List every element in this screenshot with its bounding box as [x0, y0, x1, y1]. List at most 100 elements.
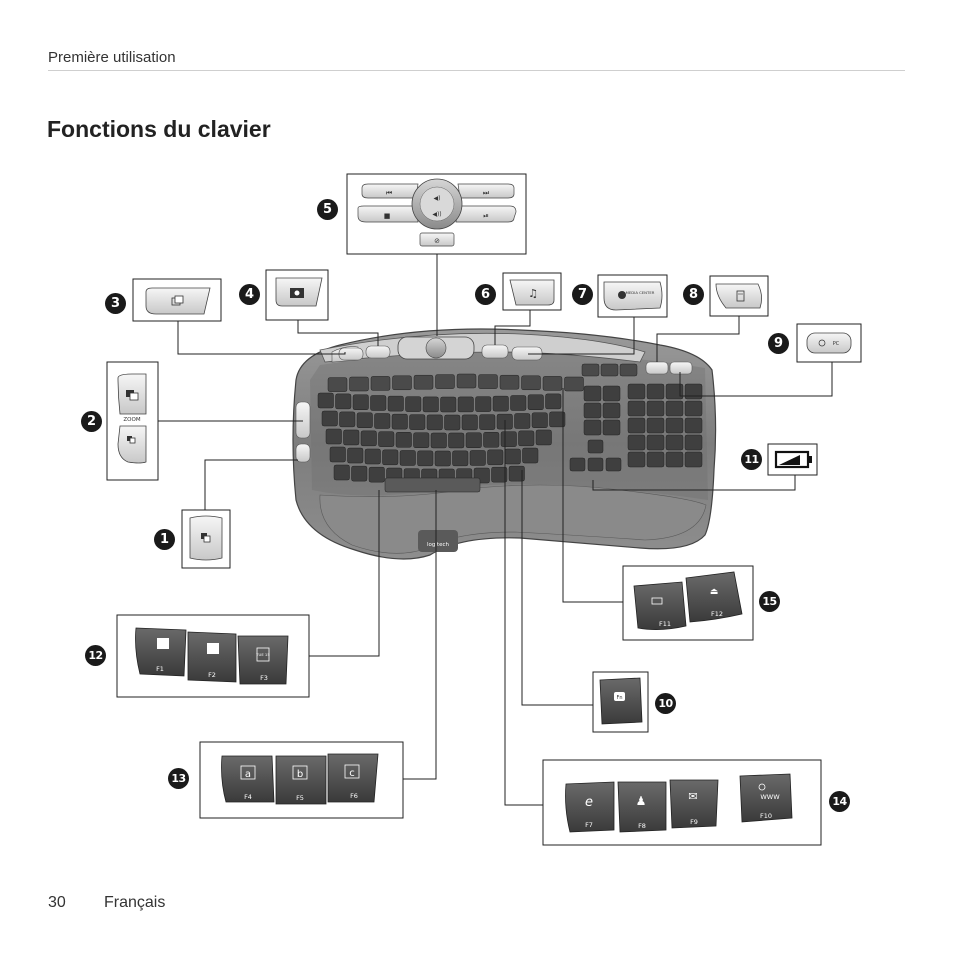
fn-label: Fn	[616, 695, 622, 701]
callout-badge-4: 4	[239, 284, 260, 305]
keyboard-key	[317, 392, 334, 409]
keyboard-key	[399, 450, 416, 466]
keyboard-key	[684, 434, 703, 451]
excel-icon	[207, 643, 219, 654]
main-key-area	[317, 363, 703, 493]
callout-badge-8: 8	[683, 284, 704, 305]
letter-a-label: a	[245, 769, 251, 780]
keyboard-key	[535, 429, 552, 446]
keyboard-key	[384, 477, 481, 493]
keyboard-key	[360, 430, 377, 447]
keyboard-key	[514, 413, 531, 429]
pc-label: PC	[833, 341, 840, 347]
keyboard-key	[430, 432, 447, 449]
keyboard-key	[426, 414, 443, 431]
callout-badge-2: 2	[81, 411, 102, 432]
keyboard-key	[587, 439, 604, 454]
page-header: Première utilisation	[48, 49, 176, 66]
callout-badge-6: 6	[475, 284, 496, 305]
keyboard-key	[405, 396, 422, 412]
keyboard-key	[665, 383, 684, 400]
stop-key	[357, 205, 419, 223]
f6-label: F6	[350, 792, 358, 800]
keyboard-key	[444, 414, 461, 431]
callout-box-15: ⏏ F11 F12	[622, 565, 754, 641]
keyboard-key	[370, 376, 391, 391]
callout-box-9: PC	[796, 323, 862, 363]
f12-label: F12	[711, 610, 723, 618]
volume-down-icon: ◀)	[434, 195, 441, 202]
keyboard-key	[684, 451, 703, 468]
f8-label: F8	[638, 822, 646, 830]
keyboard-key	[504, 448, 521, 465]
callout-badge-13: 13	[168, 768, 189, 789]
keyboard-key	[440, 396, 457, 413]
keyboard-key	[478, 374, 498, 389]
f9-label: F9	[690, 818, 698, 826]
web-search-icon	[758, 783, 766, 791]
keyboard-key	[479, 414, 496, 430]
callout-badge-5: 5	[317, 199, 338, 220]
zoom-label: ZOOM	[123, 417, 140, 423]
keyboard-key	[378, 431, 395, 447]
keyboard-key	[564, 376, 584, 392]
keyboard-key	[356, 412, 373, 428]
keyboard-key	[569, 457, 586, 472]
www-label: WWW	[760, 793, 780, 801]
keyboard-key	[422, 396, 439, 413]
callout-badge-7: 7	[572, 284, 593, 305]
camera-icon	[290, 288, 304, 298]
keyboard-key	[325, 428, 342, 445]
callout-box-12: TUE 15 F1 F2 F3	[116, 614, 310, 698]
page-number: 30	[48, 894, 66, 911]
callout-badge-15: 15	[759, 591, 780, 612]
logitech-logo	[418, 530, 458, 552]
callout-badge-1: 1	[154, 529, 175, 550]
keyboard-key	[333, 464, 350, 481]
keyboard-key	[499, 374, 520, 390]
keyboard-key	[510, 395, 527, 411]
keyboard-key	[392, 375, 412, 391]
callout-badge-10: 10	[655, 693, 676, 714]
keyboard-key	[545, 393, 562, 410]
keyboard-key	[531, 412, 548, 428]
callout-badge-14: 14	[829, 791, 850, 812]
f7-label: F7	[585, 821, 593, 829]
keyboard-key	[627, 417, 646, 434]
keyboard-key	[684, 400, 703, 417]
callout-box-10: Fn	[592, 671, 649, 733]
callout-badge-12: 12	[85, 645, 106, 666]
keyboard-key	[508, 465, 525, 482]
keyboard-key	[684, 383, 703, 400]
callout-box-14: e ♟ ✉ WWW F7 F8 F9 F10	[542, 759, 822, 846]
keyboard-key	[500, 431, 517, 447]
zoom-out-icon	[127, 436, 136, 444]
f5-label: F5	[296, 794, 304, 802]
keyboard-key	[368, 466, 385, 483]
keyboard-key	[483, 432, 500, 448]
calendar-icon	[256, 647, 270, 662]
play-pause-icon: ⏯	[483, 212, 489, 220]
word-icon	[157, 638, 169, 649]
keyboard-key	[665, 434, 684, 451]
letter-c-label: c	[349, 768, 355, 779]
power-icon	[818, 339, 826, 347]
callout-box-media: ⏮ ■ ⏭ ⏯ ◀) ◀)) ⊘	[346, 173, 527, 255]
zoom-in-icon	[126, 390, 139, 401]
keyboard-key	[452, 450, 469, 467]
keyboard-key	[549, 411, 566, 428]
keyboard-key	[409, 414, 426, 430]
keyboard-key	[351, 465, 368, 482]
f1-label: F1	[156, 665, 164, 673]
keyboard-key	[417, 450, 434, 467]
keyboard-key	[602, 385, 621, 402]
keyboard-key	[382, 449, 399, 466]
keyboard-key	[527, 394, 544, 410]
folder-stack-icon	[171, 295, 184, 306]
keyboard-key	[413, 374, 434, 390]
f4-label: F4	[244, 793, 252, 801]
ie-icon: e	[585, 795, 593, 810]
keyboard-key	[602, 402, 621, 419]
keyboard-key	[646, 400, 665, 417]
